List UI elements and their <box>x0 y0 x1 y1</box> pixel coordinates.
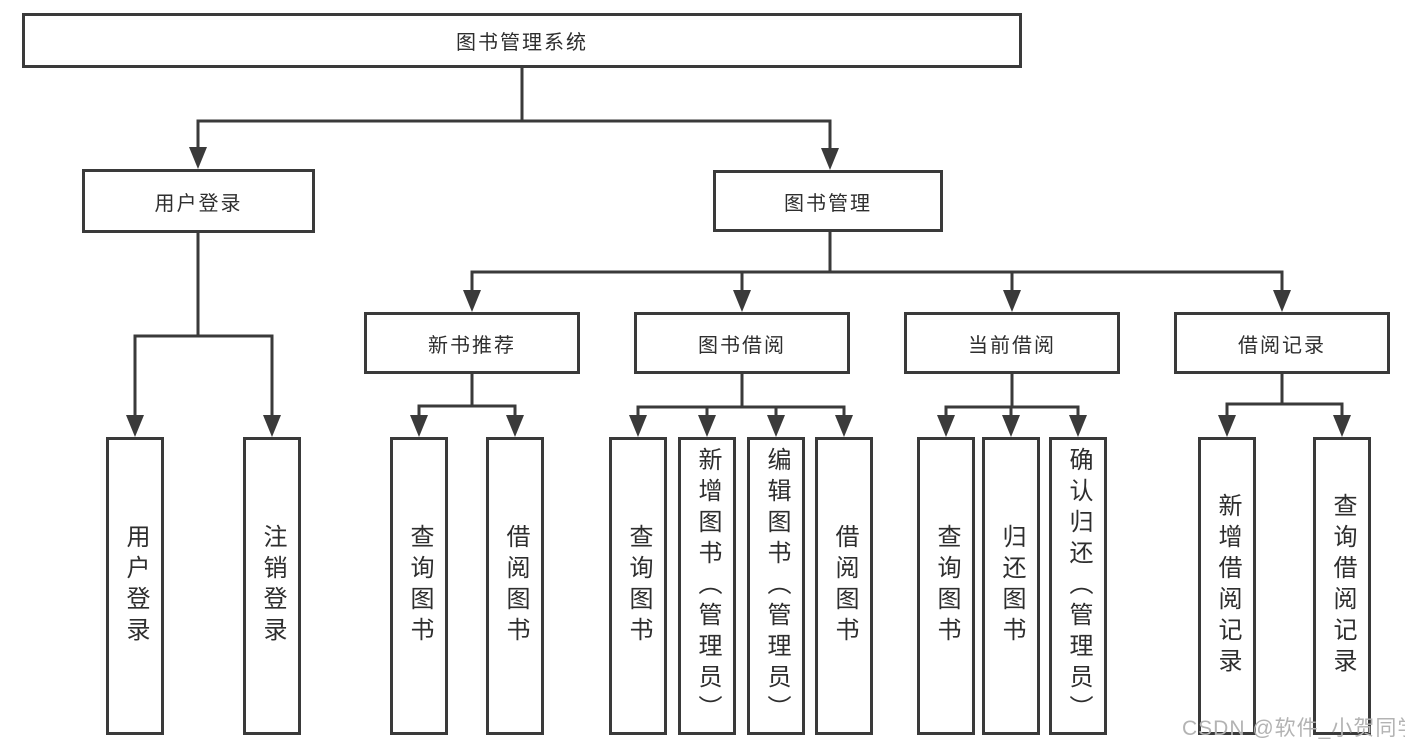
arrow-to-cb-confirm <box>1069 415 1087 437</box>
leaf-bb-borrow-books-label: 借阅图书 <box>831 524 858 648</box>
leaf-nb-borrow-books-label: 借阅图书 <box>502 524 529 648</box>
arrow-to-user-login <box>189 147 207 169</box>
leaf-logout: 注销登录 <box>243 437 301 735</box>
node-book-borrow: 图书借阅 <box>634 312 850 374</box>
arrow-to-bb-add <box>698 415 716 437</box>
node-root: 图书管理系统 <box>22 13 1022 68</box>
leaf-bb-add-books-admin-label: 新增图书（管理员） <box>694 446 721 726</box>
node-root-label: 图书管理系统 <box>456 32 588 54</box>
leaf-user-login: 用户登录 <box>106 437 164 735</box>
leaf-bb-add-books-admin: 新增图书（管理员） <box>678 437 736 735</box>
leaf-user-login-label: 用户登录 <box>122 524 149 648</box>
arrow-to-bb-borrow <box>835 415 853 437</box>
node-new-book-recommend-label: 新书推荐 <box>428 334 516 357</box>
arrow-to-bb-query <box>629 415 647 437</box>
leaf-bb-query-books: 查询图书 <box>609 437 667 735</box>
arrow-to-book-borrow <box>733 290 751 312</box>
arrow-to-book-mgmt <box>821 148 839 170</box>
leaf-br-query-record-label: 查询借阅记录 <box>1329 493 1356 679</box>
leaf-cb-return-books: 归还图书 <box>982 437 1040 735</box>
node-book-management: 图书管理 <box>713 170 943 232</box>
node-borrow-records-label: 借阅记录 <box>1238 334 1326 357</box>
leaf-cb-query-books-label: 查询图书 <box>933 524 960 648</box>
leaf-nb-borrow-books: 借阅图书 <box>486 437 544 735</box>
leaf-nb-query-books-label: 查询图书 <box>406 524 433 648</box>
arrow-to-br-query <box>1333 415 1351 437</box>
arrow-to-br-add <box>1218 415 1236 437</box>
arrow-to-new-books <box>463 290 481 312</box>
leaf-nb-query-books: 查询图书 <box>390 437 448 735</box>
leaf-br-add-record: 新增借阅记录 <box>1198 437 1256 735</box>
arrow-to-leaf-user-login <box>126 415 144 437</box>
leaf-bb-query-books-label: 查询图书 <box>625 524 652 648</box>
leaf-cb-return-books-label: 归还图书 <box>998 524 1025 648</box>
leaf-br-query-record: 查询借阅记录 <box>1313 437 1371 735</box>
node-user-login: 用户登录 <box>82 169 315 233</box>
node-book-borrow-label: 图书借阅 <box>698 334 786 357</box>
arrow-to-current-borrow <box>1003 290 1021 312</box>
node-new-book-recommend: 新书推荐 <box>364 312 580 374</box>
leaf-bb-edit-books-admin-label: 编辑图书（管理员） <box>763 446 790 726</box>
leaf-bb-edit-books-admin: 编辑图书（管理员） <box>747 437 805 735</box>
arrow-to-borrow-records <box>1273 290 1291 312</box>
arrow-to-nb-query <box>410 415 428 437</box>
leaf-br-add-record-label: 新增借阅记录 <box>1214 493 1241 679</box>
leaf-cb-confirm-return-admin-label: 确认归还（管理员） <box>1065 446 1092 726</box>
node-borrow-records: 借阅记录 <box>1174 312 1390 374</box>
node-book-management-label: 图书管理 <box>784 192 872 215</box>
arrow-to-cb-return <box>1002 415 1020 437</box>
csdn-watermark: CSDN @软件_小贺同学 <box>1182 717 1405 740</box>
leaf-bb-borrow-books: 借阅图书 <box>815 437 873 735</box>
leaf-cb-query-books: 查询图书 <box>917 437 975 735</box>
node-current-borrow-label: 当前借阅 <box>968 334 1056 357</box>
arrow-to-bb-edit <box>767 415 785 437</box>
arrow-to-leaf-logout <box>263 415 281 437</box>
leaf-cb-confirm-return-admin: 确认归还（管理员） <box>1049 437 1107 735</box>
node-current-borrow: 当前借阅 <box>904 312 1120 374</box>
arrow-to-nb-borrow <box>506 415 524 437</box>
arrowheads <box>126 147 1351 437</box>
leaf-logout-label: 注销登录 <box>259 524 286 648</box>
node-user-login-label: 用户登录 <box>154 192 243 215</box>
arrow-to-cb-query <box>937 415 955 437</box>
